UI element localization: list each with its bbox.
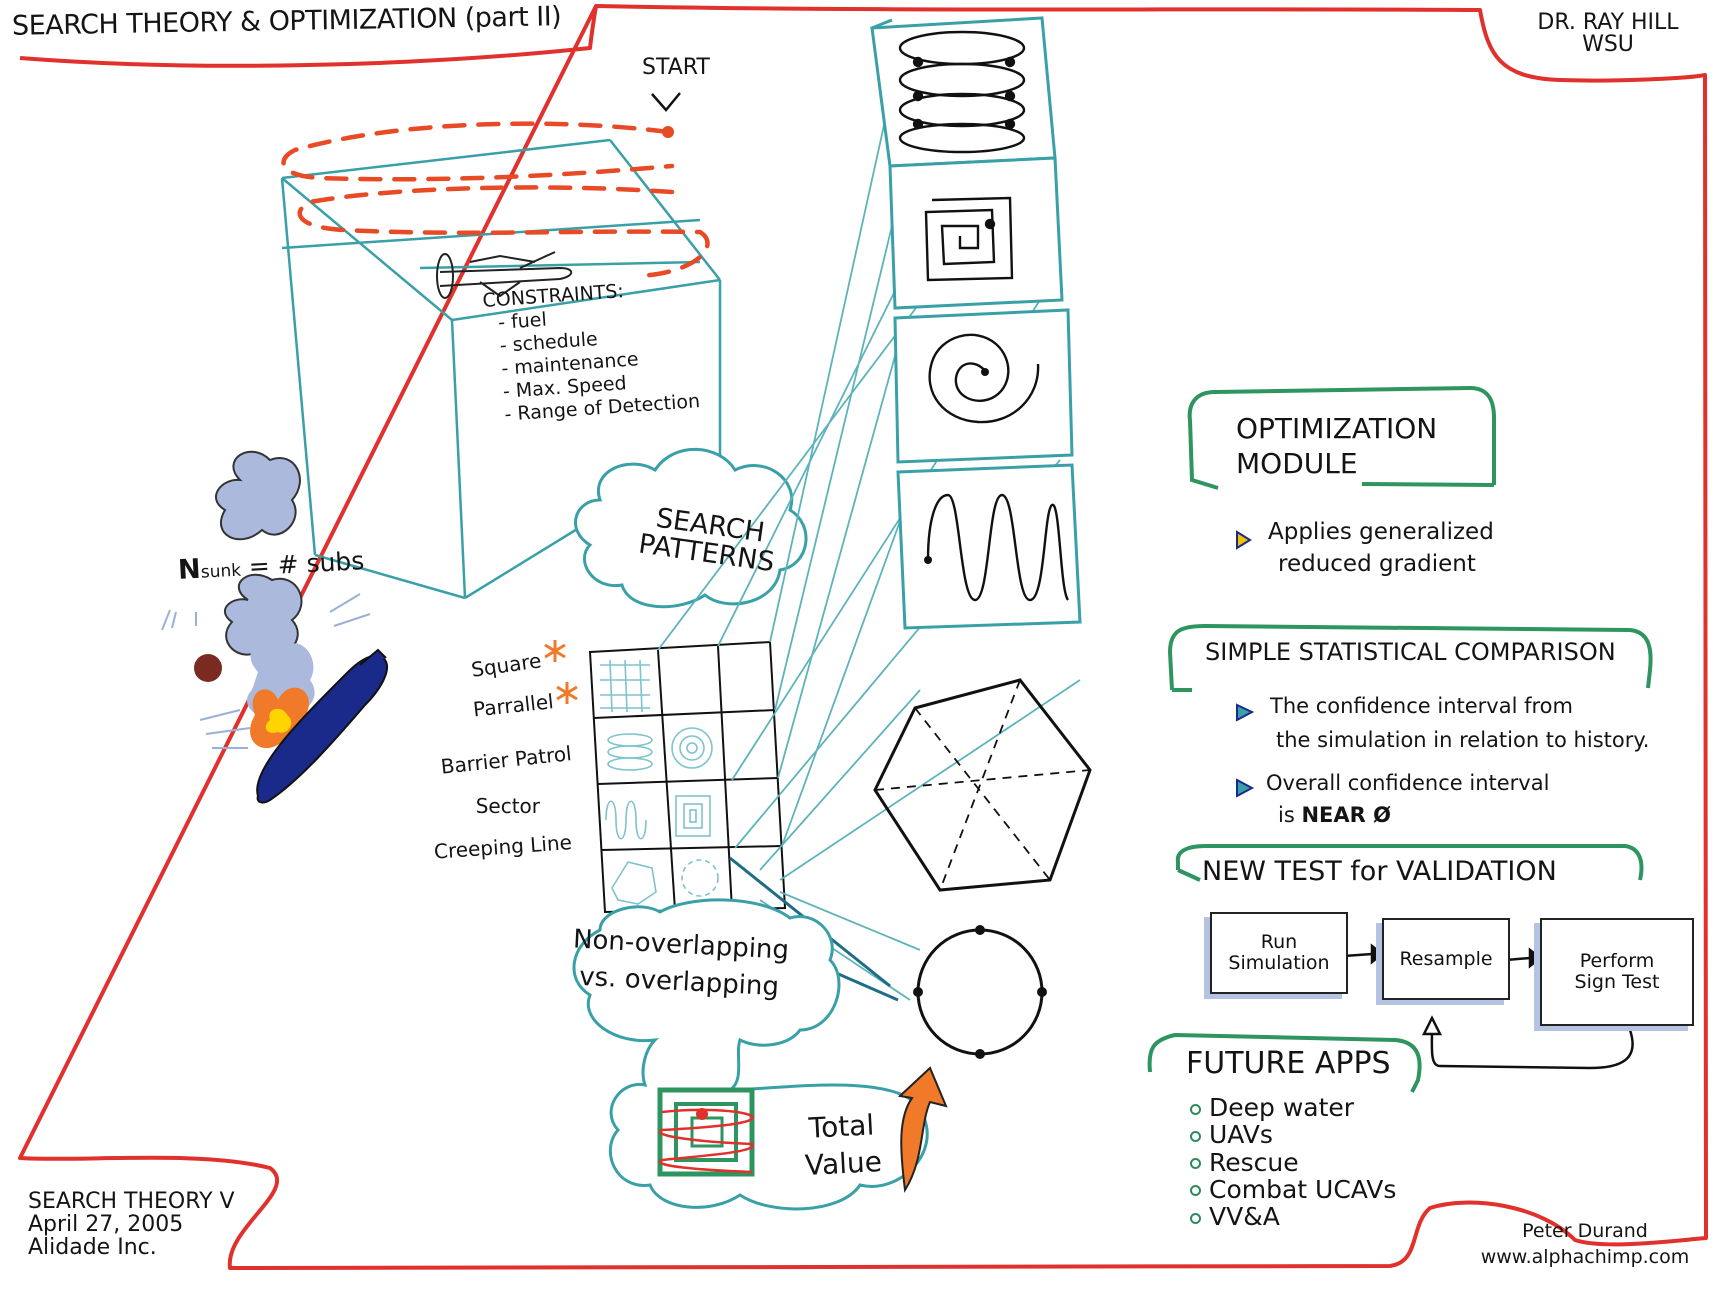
author-block: DR. RAY HILL WSU <box>1528 12 1688 56</box>
optimization-bracket <box>1187 385 1496 490</box>
statistical-bullet-1-line1: The confidence interval from <box>1270 694 1573 718</box>
validation-bracket <box>1175 844 1644 882</box>
future-item: Deep water <box>1190 1093 1396 1122</box>
creeping-start-dot <box>924 556 932 564</box>
footer-left-line3: Alidade Inc. <box>28 1235 157 1261</box>
square-pattern-tile <box>924 196 1014 282</box>
statistical-bullet-2-line2: is NEAR Ø <box>1266 804 1549 826</box>
total-value-line2: Value <box>804 1145 883 1183</box>
pattern-grid-thumbnails <box>600 659 719 905</box>
future-item: UAVs <box>1190 1122 1396 1148</box>
increase-arrow-icon <box>897 1066 948 1193</box>
footer-right-website: www.alphachimp.com <box>1480 1245 1690 1268</box>
sector-spiral-pattern-tile <box>928 333 1040 424</box>
parallel-pattern-tile <box>898 30 1026 154</box>
statistical-bullet-1: The confidence interval from the simulat… <box>1270 695 1649 751</box>
bullet-dot-icon <box>1190 1103 1201 1115</box>
start-point <box>662 126 674 138</box>
search-path-arrows <box>281 121 710 279</box>
nonoverlap-label: Non-overlapping vs. overlapping <box>570 924 789 1002</box>
start-caret-icon <box>651 92 681 112</box>
nsunk-symbol: N <box>177 553 202 586</box>
flow-step-sign-test: Perform Sign Test <box>1540 918 1694 1026</box>
statistical-bullet-2-line1: Overall confidence interval <box>1266 771 1550 795</box>
constraints-list: CONSTRAINTS: - fuel - schedule - mainten… <box>482 277 701 426</box>
optimization-bullet-line2: reduced gradient <box>1278 551 1476 578</box>
author-org: WSU <box>1582 32 1634 57</box>
future-item: VV&A <box>1190 1202 1396 1231</box>
statistical-bullet-2-prefix: is <box>1278 803 1302 828</box>
bullet-dot-icon <box>1190 1212 1201 1224</box>
validation-title: NEW TEST for VALIDATION <box>1202 856 1557 887</box>
star-markers <box>544 640 578 704</box>
footer-left-line2: April 27, 2005 <box>28 1212 184 1238</box>
total-value-label: Total Value <box>802 1108 883 1183</box>
nsunk-subscript: sunk <box>200 560 242 583</box>
optimization-title: OPTIMIZATION MODULE <box>1236 414 1437 479</box>
flow-step-sign-test-line1: Perform <box>1579 950 1655 973</box>
flow-step-run-simulation-line1: Run <box>1260 931 1298 954</box>
creeping-line-pattern-tile <box>926 493 1070 602</box>
statistical-bracket <box>1167 623 1653 692</box>
statistical-bullet-1-line2: the simulation in relation to history. <box>1276 728 1650 753</box>
future-title: FUTURE APPS <box>1186 1046 1391 1081</box>
pattern-grid <box>588 640 787 914</box>
flow-step-resample: Resample <box>1382 918 1510 1000</box>
validation-flow-arrows <box>1343 943 1634 1070</box>
statistical-title: SIMPLE STATISTICAL COMPARISON <box>1205 638 1616 666</box>
optimization-title-line2: MODULE <box>1236 447 1358 481</box>
future-item-label: UAVs <box>1209 1120 1273 1150</box>
flow-step-run-simulation: Run Simulation <box>1210 912 1348 994</box>
footer-left-line1: SEARCH THEORY V <box>28 1189 235 1214</box>
airplane-icon <box>436 251 573 299</box>
footer-left-credits: SEARCH THEORY V April 27, 2005 Alidade I… <box>28 1190 235 1259</box>
search-volume-box <box>280 138 722 600</box>
bullet-markers <box>1236 530 1255 798</box>
future-item: Rescue <box>1190 1147 1396 1177</box>
bullet-dot-icon <box>1190 1130 1201 1142</box>
sinking-submarine-illustration <box>161 450 388 804</box>
circle-patrol-pattern <box>913 925 1047 1059</box>
total-value-line1: Total <box>807 1108 875 1145</box>
flow-step-resample-label: Resample <box>1399 947 1493 970</box>
future-item: Combat UCAVs <box>1190 1174 1397 1204</box>
optimization-bullet: Applies generalized reduced gradient <box>1268 520 1494 576</box>
statistical-bullet-2: Overall confidence interval is NEAR Ø <box>1266 772 1549 826</box>
author-name: DR. RAY HILL <box>1537 10 1679 35</box>
future-item-label: Combat UCAVs <box>1209 1174 1397 1204</box>
overlap-pattern-drawing <box>657 1087 755 1177</box>
future-bracket <box>1147 1032 1422 1093</box>
optimization-title-line1: OPTIMIZATION <box>1236 412 1438 445</box>
footer-right-artist: Peter Durand <box>1522 1220 1648 1242</box>
future-list: Deep water UAVs Rescue Combat UCAVs VV&A <box>1190 1093 1397 1231</box>
bullet-dot-icon <box>1190 1158 1201 1169</box>
flow-step-sign-test-line2: Sign Test <box>1574 971 1660 993</box>
footer-right-credits: Peter Durand www.alphachimp.com <box>1465 1220 1705 1268</box>
flow-step-run-simulation-line2: Simulation <box>1228 952 1330 974</box>
nsunk-definition: = # subs <box>240 546 365 582</box>
pattern-label-sector: Sector <box>475 794 540 818</box>
future-item-label: VV&A <box>1209 1202 1280 1231</box>
bullet-dot-icon <box>1190 1185 1201 1197</box>
search-patterns-cloud <box>574 447 808 609</box>
barrier-hexagon-pattern <box>873 678 1092 892</box>
future-item-label: Deep water <box>1209 1093 1355 1122</box>
start-label: START <box>642 55 710 80</box>
spiral-start-dot <box>981 368 989 376</box>
future-item-label: Rescue <box>1209 1147 1299 1177</box>
statistical-near-zero: NEAR Ø <box>1301 803 1391 828</box>
pattern-tiles <box>870 16 1082 630</box>
red-frame-border <box>18 4 1708 1270</box>
optimization-bullet-line1: Applies generalized <box>1268 519 1494 545</box>
